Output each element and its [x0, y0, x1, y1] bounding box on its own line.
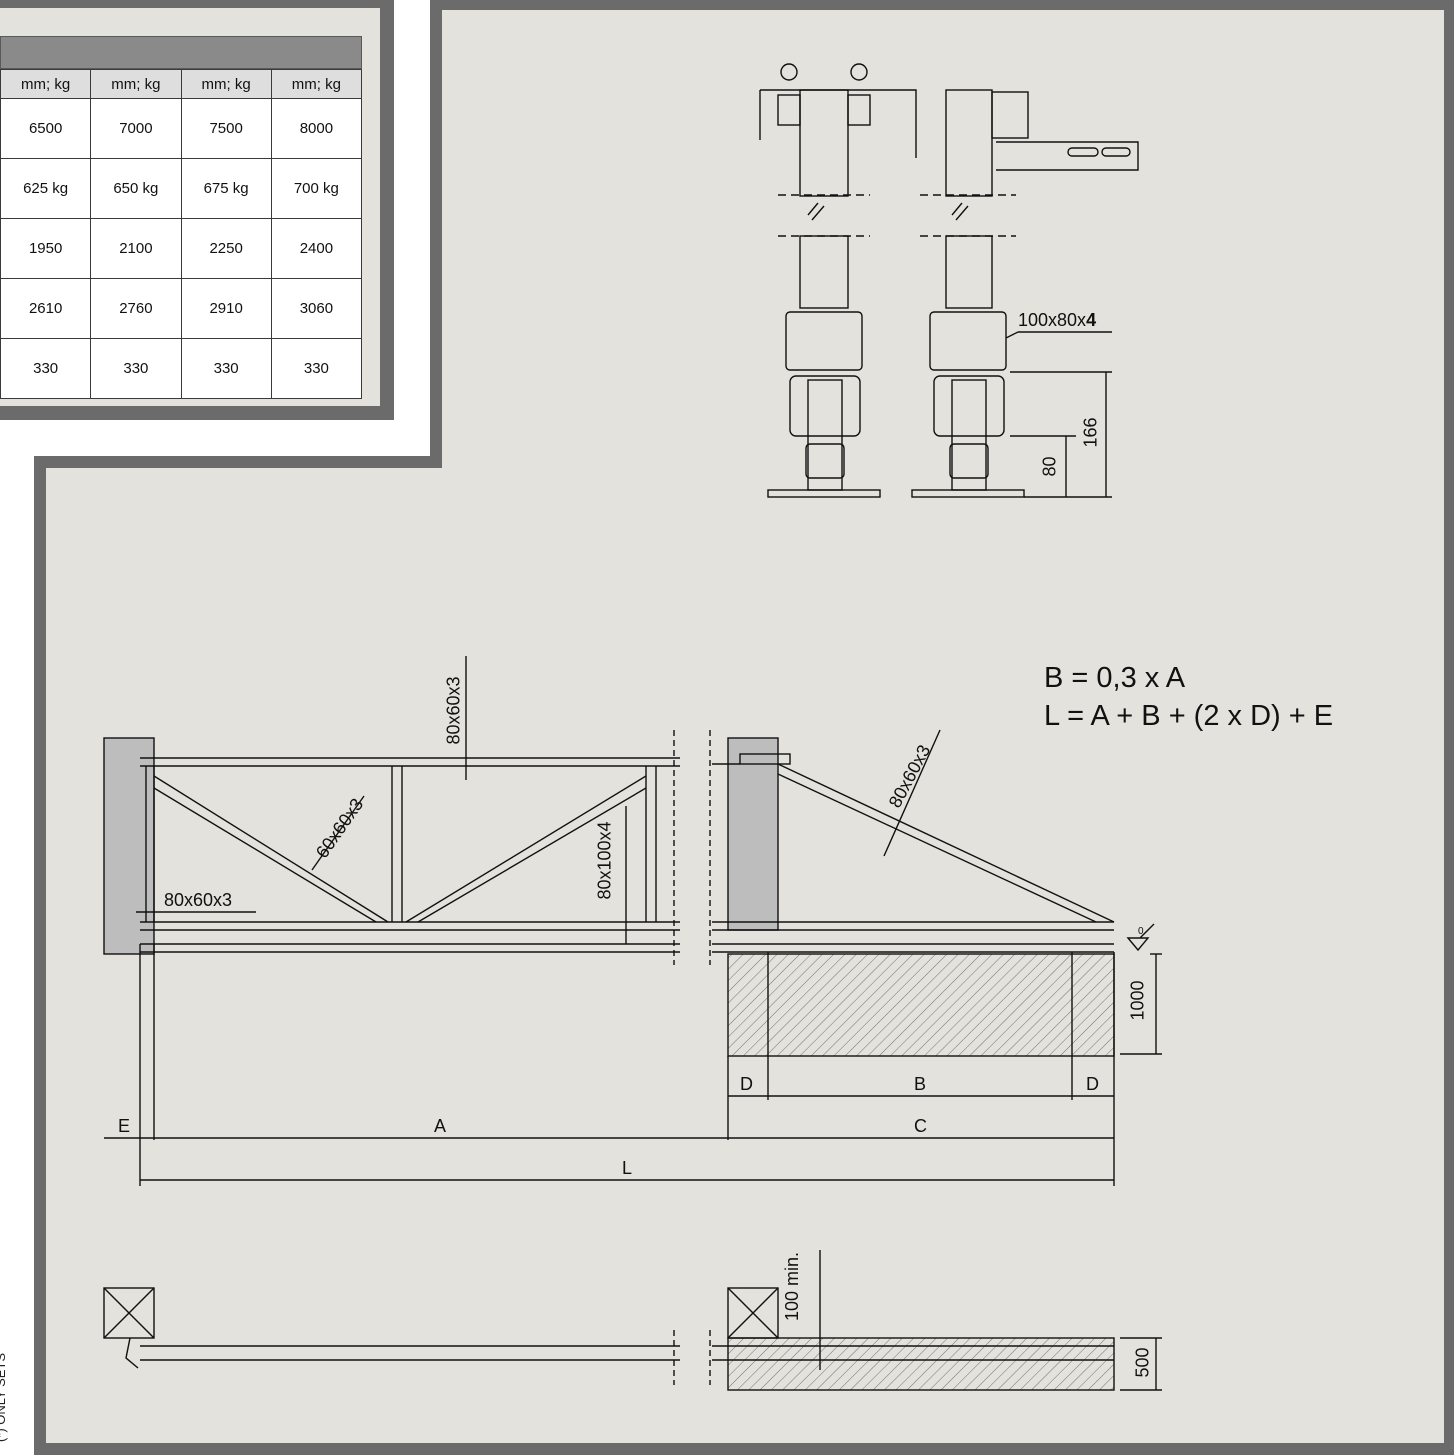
formula-b: B = 0,3 x A — [1044, 662, 1186, 694]
spec-table-wrapper: mm; kg mm; kg mm; kg mm; kg 6500 7000 75… — [0, 36, 363, 399]
level-mark: 0 — [1138, 926, 1144, 937]
dim-d-right: D — [1086, 1074, 1099, 1094]
dim-e: E — [118, 1116, 131, 1136]
dim-80: 80 — [1039, 456, 1060, 477]
dim-a: A — [434, 1116, 447, 1136]
table-cell: 8000 — [270, 98, 363, 159]
table-cell: 675 kg — [180, 158, 272, 219]
profile-label: 100x80x4 — [1018, 310, 1096, 331]
unit-header: mm; kg — [0, 69, 92, 99]
spec-table: mm; kg mm; kg mm; kg mm; kg 6500 7000 75… — [0, 69, 363, 399]
table-cell: 330 — [270, 338, 363, 399]
table-row: 625 kg 650 kg 675 kg 700 kg — [0, 158, 363, 219]
dim-l: L — [622, 1158, 633, 1178]
table-row: 330 330 330 330 — [0, 338, 363, 399]
unit-header: mm; kg — [270, 69, 363, 99]
table-cell: 650 kg — [90, 158, 182, 219]
table-cell: 625 kg — [0, 158, 92, 219]
table-cell: 700 kg — [270, 158, 363, 219]
table-cell: 2100 — [90, 218, 182, 279]
table-cell: 6500 — [0, 98, 92, 159]
table-banner — [0, 36, 362, 69]
table-cell: 2610 — [0, 278, 92, 339]
cross-section-drawings — [759, 63, 1139, 498]
table-cell: 2910 — [180, 278, 272, 339]
profile-label-text: 100x80x — [1018, 310, 1087, 330]
main-panel — [46, 10, 1444, 1443]
foundation — [727, 953, 1115, 1057]
dim-b: B — [914, 1074, 927, 1094]
plan-width-label: 500 — [1132, 1347, 1153, 1378]
table-cell: 2760 — [90, 278, 182, 339]
table-cell: 330 — [90, 338, 182, 399]
table-header-row: mm; kg mm; kg mm; kg mm; kg — [0, 69, 363, 99]
table-cell: 2250 — [180, 218, 272, 279]
elevation-drawing — [103, 656, 1162, 1186]
formula-l: L = A + B + (2 x D) + E — [1044, 700, 1334, 732]
table-cell: 330 — [0, 338, 92, 399]
dim-c: C — [914, 1116, 927, 1136]
table-cell: 7500 — [180, 98, 272, 159]
table-cell: 3060 — [270, 278, 363, 339]
foundation-depth-label: 1000 — [1127, 980, 1148, 1021]
side-note: (*) ONLY SETS — [0, 1352, 9, 1443]
dim-d-left: D — [740, 1074, 753, 1094]
clearance-label: 100 min. — [782, 1251, 803, 1322]
plan-drawing — [103, 1250, 1162, 1391]
table-cell: 2400 — [270, 218, 363, 279]
right-post — [727, 737, 779, 931]
table-row: 2610 2760 2910 3060 — [0, 278, 363, 339]
table-cell: 1950 — [0, 218, 92, 279]
bottom-profile-label: 80x60x3 — [164, 890, 233, 910]
unit-header: mm; kg — [180, 69, 272, 99]
table-row: 6500 7000 7500 8000 — [0, 98, 363, 159]
dim-166: 166 — [1080, 417, 1101, 448]
post-profile-label: 80x100x4 — [594, 821, 615, 900]
table-row: 1950 2100 2250 2400 — [0, 218, 363, 279]
table-cell: 330 — [180, 338, 272, 399]
unit-header: mm; kg — [90, 69, 182, 99]
table-cell: 7000 — [90, 98, 182, 159]
top-rail-label: 80x60x3 — [443, 676, 464, 745]
profile-label-bold: 4 — [1086, 310, 1097, 330]
